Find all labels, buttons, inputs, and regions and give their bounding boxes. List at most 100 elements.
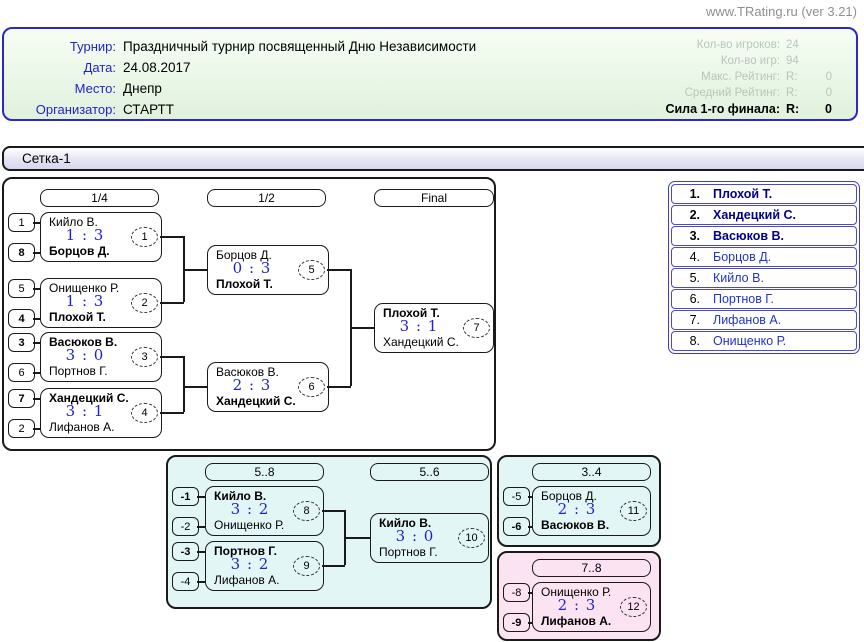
- stat-max-rating-label: Макс. Рейтинг:: [701, 71, 780, 83]
- round-header-5-8: 5..8: [205, 463, 324, 481]
- connector-line: [197, 551, 205, 553]
- organizer-label: Организатор:: [35, 101, 116, 117]
- connector-line: [528, 496, 532, 498]
- connector-line: [327, 269, 351, 271]
- match-8: Кийло В. 3 : 2 Онищенко Р. 8: [205, 486, 324, 536]
- standings-rank: 4.: [689, 250, 700, 264]
- match-8-number-badge: 8: [293, 501, 320, 521]
- match-3-player-bottom: Портнов Г.: [49, 364, 108, 378]
- connector-line: [160, 356, 184, 358]
- match-6: Васюков В. 2 : 3 Хандецкий С. 6: [207, 362, 329, 412]
- tournament-label: Турнир:: [69, 38, 116, 54]
- match-10-player-bottom: Портнов Г.: [379, 545, 438, 559]
- match-4-score: 3 : 1: [65, 402, 105, 420]
- seed-minus-4: -4: [172, 572, 199, 591]
- match-11-number-badge: 11: [620, 501, 647, 521]
- connector-line: [197, 581, 205, 583]
- round-header-final: Final: [374, 189, 494, 207]
- connector-line: [33, 222, 40, 224]
- final-standings: 1. Плохой Т. 2. Хандецкий С. 3. Васюков …: [668, 181, 860, 354]
- standings-row: 5. Кийло В.: [671, 268, 857, 288]
- stat-avg-rating-label: Средний Рейтинг:: [684, 87, 780, 99]
- match-12-player-top: Онищенко Р.: [541, 585, 612, 599]
- stat-max-rating: Макс. Рейтинг: R:0: [701, 71, 832, 83]
- connector-line: [33, 318, 40, 320]
- match-1-player-bottom: Борцов Д.: [49, 244, 110, 258]
- seed-6: 6: [8, 363, 35, 382]
- match-1-player-top: Кийло В.: [49, 215, 98, 229]
- match-12: Онищенко Р. 2 : 3 Лифанов А. 12: [532, 582, 651, 632]
- match-11-score: 2 : 3: [557, 500, 597, 518]
- connector-line: [33, 398, 40, 400]
- connector-line: [160, 236, 184, 238]
- standings-rank: 8.: [689, 334, 700, 348]
- match-5-score: 0 : 3: [232, 259, 272, 277]
- seed-3: 3: [8, 333, 35, 352]
- match-11: Борцов Д. 2 : 3 Васюков В. 11: [532, 486, 651, 536]
- seed-minus-9: -9: [503, 613, 530, 632]
- date-value: 24.08.2017: [123, 59, 191, 75]
- match-2-number-badge: 2: [131, 293, 158, 313]
- connector-line: [183, 269, 207, 271]
- seed-1: 1: [8, 213, 35, 232]
- stat-avg-rating-value: 0: [825, 87, 832, 99]
- standings-rank: 2.: [689, 208, 700, 222]
- connector-line: [327, 386, 351, 388]
- match-9-number-badge: 9: [293, 556, 320, 576]
- connector-line: [160, 302, 184, 304]
- match-1: Кийло В. 1 : 3 Борцов Д. 1: [40, 212, 162, 262]
- standings-player: Хандецкий С.: [713, 208, 797, 222]
- stat-max-rating-value: 0: [825, 71, 832, 83]
- match-12-score: 2 : 3: [557, 596, 597, 614]
- standings-row: 7. Лифанов А.: [671, 310, 857, 330]
- match-2-score: 1 : 3: [65, 292, 105, 310]
- info-row-organizer: Организатор: СТАРТТ: [4, 99, 174, 119]
- tournament-name: Праздничный турнир посвященный Дню Незав…: [123, 38, 477, 54]
- match-5-player-top: Борцов Д.: [216, 248, 272, 262]
- match-4: Хандецкий С. 3 : 1 Лифанов А. 4: [40, 388, 162, 438]
- section-bar[interactable]: Сетка-1: [2, 146, 864, 171]
- match-11-player-bottom: Васюков В.: [541, 518, 610, 532]
- standings-player: Васюков В.: [713, 229, 784, 243]
- match-9-score: 3 : 2: [230, 555, 270, 573]
- stat-avg-rating: Средний Рейтинг: R:0: [684, 87, 832, 99]
- match-7-player-bottom: Хандецкий С.: [383, 335, 459, 349]
- standings-rank: 1.: [689, 187, 700, 201]
- match-6-number-badge: 6: [298, 377, 325, 397]
- match-2-player-top: Онищенко Р.: [49, 281, 120, 295]
- match-3-score: 3 : 0: [65, 346, 105, 364]
- round-header-3-4: 3..4: [532, 463, 651, 481]
- seed-minus-1: -1: [172, 487, 199, 506]
- seed-2: 2: [8, 419, 35, 438]
- standings-rank: 3.: [689, 229, 700, 243]
- match-4-player-top: Хандецкий С.: [49, 391, 129, 405]
- standings-player: Портнов Г.: [713, 292, 775, 306]
- connector-line: [197, 526, 205, 528]
- connector-line: [528, 526, 532, 528]
- standings-row: 2. Хандецкий С.: [671, 205, 857, 225]
- connector-line: [350, 327, 374, 329]
- match-7-player-top: Плохой Т.: [383, 306, 440, 320]
- round-header-semifinal: 1/2: [207, 189, 326, 207]
- standings-row: 1. Плохой Т.: [671, 184, 857, 204]
- site-credit-link[interactable]: www.TRating.ru (ver 3.21): [706, 4, 857, 19]
- seed-7: 7: [8, 389, 35, 408]
- match-12-player-bottom: Лифанов А.: [541, 614, 612, 628]
- match-9-player-top: Портнов Г.: [214, 544, 277, 558]
- match-12-number-badge: 12: [620, 597, 647, 617]
- match-6-player-top: Васюков В.: [216, 365, 279, 379]
- match-5: Борцов Д. 0 : 3 Плохой Т. 5: [207, 245, 329, 295]
- match-3-player-top: Васюков В.: [49, 335, 118, 349]
- standings-player: Онищенко Р.: [713, 334, 787, 348]
- connector-line: [33, 428, 40, 430]
- standings-player: Борцов Д.: [713, 250, 772, 264]
- seed-4: 4: [8, 309, 35, 328]
- stat-final-strength: Сила 1-го финала: R:0: [665, 102, 832, 116]
- stat-players: Кол-во игроков: 24: [665, 37, 832, 53]
- connector-line: [33, 252, 40, 254]
- match-11-player-top: Борцов Д.: [541, 489, 597, 503]
- consolation-3-4-panel: 3..4 -5 -6 Борцов Д. 2 : 3 Васюков В. 11: [497, 455, 661, 547]
- connector-line: [197, 496, 205, 498]
- standings-row: 3. Васюков В.: [671, 226, 857, 246]
- match-7-score: 3 : 1: [399, 317, 439, 335]
